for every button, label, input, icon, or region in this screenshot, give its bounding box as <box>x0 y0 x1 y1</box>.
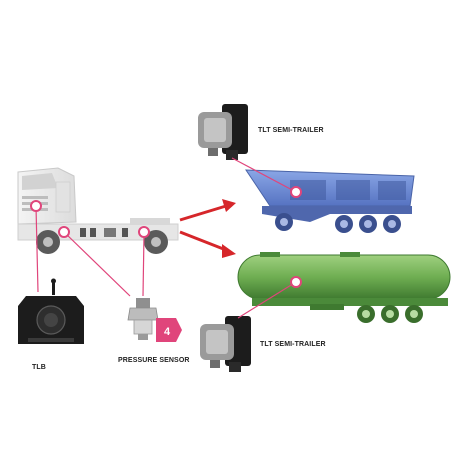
label-pressure-sensor: PRESSURE SENSOR <box>118 357 190 364</box>
label-tlt-semi-trailer-bottom: TLT SEMI-TRAILER <box>260 341 326 348</box>
connector-tlb-cab <box>35 205 39 293</box>
badge-number: 4 <box>164 326 171 338</box>
marker-front-wheel <box>58 226 70 238</box>
connector-tlt-bottom <box>237 281 297 319</box>
ring-markers <box>30 186 302 288</box>
arrows <box>179 199 236 258</box>
arrow-head-up <box>222 199 236 212</box>
marker-tank-trailer <box>290 276 302 288</box>
pressure-sensor-icon <box>127 298 159 340</box>
marker-dump-trailer <box>290 186 302 198</box>
marker-rear-wheel <box>138 226 150 238</box>
tlt-sensor-device-icon <box>200 316 251 372</box>
label-tlb: TLB <box>32 364 46 371</box>
arrow-head-down <box>222 244 236 258</box>
tlb-gateway-device-icon <box>18 278 84 344</box>
connector-tlt-top <box>231 157 297 193</box>
connector-pressure-sensor <box>63 231 131 297</box>
marker-cab <box>30 200 42 212</box>
tlt-sensor-device-icon <box>198 104 248 160</box>
label-tlt-semi-trailer-top: TLT SEMI-TRAILER <box>258 127 324 134</box>
tank-semi-trailer <box>237 252 451 323</box>
tractor-truck <box>17 167 179 254</box>
dump-semi-trailer <box>245 169 415 233</box>
connector-rear-axle <box>142 233 145 297</box>
connector-lines <box>35 157 297 319</box>
number-badge: 4 <box>156 318 182 342</box>
